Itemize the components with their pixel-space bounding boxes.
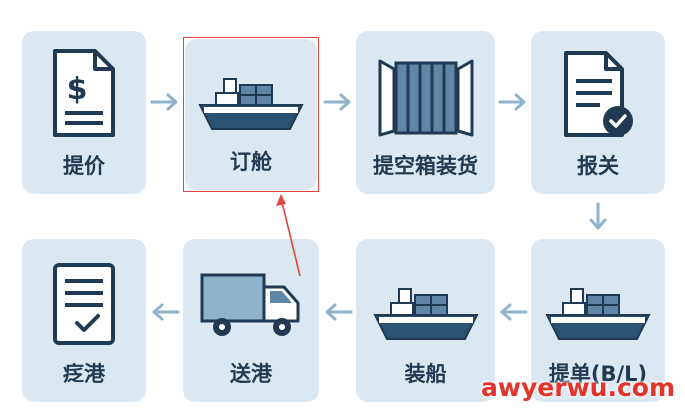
step-customs-label: 报关 <box>577 154 619 178</box>
step-return-port-label: 疺港 <box>63 362 105 386</box>
step-customs: 报关 <box>531 31 665 194</box>
step-container-loading-label: 提空箱装货 <box>373 154 478 178</box>
price-document-icon: $ <box>53 49 115 137</box>
annotation-arrow-icon <box>276 194 301 277</box>
arrow-right-icon <box>150 93 178 111</box>
step-return-port: 疺港 <box>22 239 146 402</box>
booking-highlight-box <box>183 37 319 192</box>
step-container-loading: 提空箱装货 <box>356 31 495 194</box>
arrow-right-icon <box>498 93 526 111</box>
step-booking: 订舱 <box>185 39 317 190</box>
watermark-text: awyerwu.com <box>481 373 675 402</box>
step-bill-of-lading: 提单(B/L) <box>531 239 665 402</box>
checklist-document-icon <box>53 263 115 345</box>
step-booking-label: 订舱 <box>230 150 272 174</box>
approved-document-icon <box>564 51 633 137</box>
cargo-ship-icon <box>545 288 651 340</box>
arrow-down-icon <box>589 202 607 230</box>
cargo-ship-icon <box>198 78 304 130</box>
arrow-right-icon <box>323 93 351 111</box>
step-to-port: 送港 <box>183 239 319 402</box>
step-quote-label: 提价 <box>63 154 105 178</box>
cargo-ship-icon <box>372 288 479 340</box>
step-bill-of-lading-label: 提单(B/L) <box>548 362 648 386</box>
truck-icon <box>200 273 300 336</box>
step-quote: $ 提价 <box>22 31 146 194</box>
arrow-left-icon <box>500 303 528 321</box>
step-shipping: 装船 <box>356 239 495 402</box>
open-container-icon <box>378 59 473 137</box>
arrow-left-icon <box>152 303 180 321</box>
arrow-left-icon <box>325 303 353 321</box>
svg-text:$: $ <box>67 72 88 107</box>
step-to-port-label: 送港 <box>230 362 272 386</box>
step-shipping-label: 装船 <box>404 362 447 386</box>
